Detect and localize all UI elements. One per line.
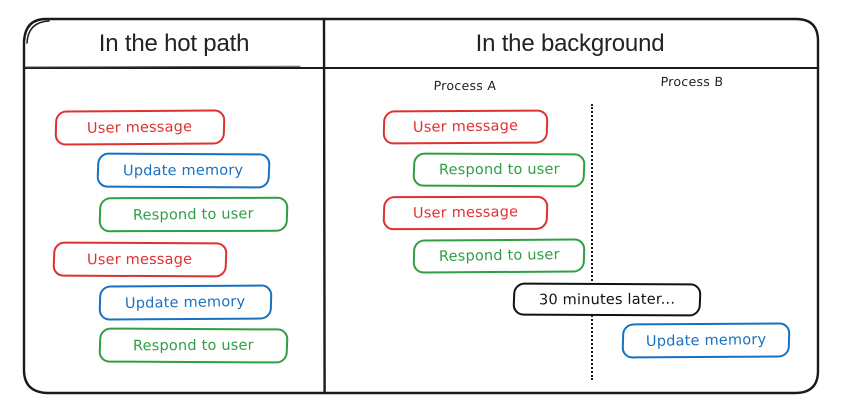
node-user-message[interactable]: User message: [382, 195, 549, 231]
node-user-message[interactable]: User message: [382, 109, 549, 145]
node-label: Update memory: [125, 293, 246, 312]
node-respond-to-user[interactable]: Respond to user: [412, 152, 586, 188]
node-update-memory[interactable]: Update memory: [98, 284, 273, 321]
process-a-label: Process A: [433, 78, 497, 93]
node-respond-to-user[interactable]: Respond to user: [98, 327, 289, 364]
node-label: Update memory: [123, 162, 244, 179]
node-label: Respond to user: [438, 161, 560, 179]
node-update-memory[interactable]: Update memory: [621, 322, 791, 359]
time-gap-label: 30 minutes later...: [538, 291, 676, 308]
time-gap-note: 30 minutes later...: [512, 282, 702, 317]
node-label: User message: [87, 251, 193, 268]
node-label: Respond to user: [133, 337, 254, 354]
node-update-memory[interactable]: Update memory: [96, 152, 271, 189]
node-user-message[interactable]: User message: [54, 109, 226, 146]
node-label: Respond to user: [438, 247, 560, 265]
node-label: Respond to user: [133, 205, 254, 224]
node-respond-to-user[interactable]: Respond to user: [412, 238, 586, 274]
node-label: Update memory: [645, 331, 767, 350]
node-user-message[interactable]: User message: [52, 241, 228, 278]
page-title-right: In the background: [475, 30, 665, 57]
process-divider-dotted-line: [591, 104, 593, 380]
node-label: User message: [412, 118, 519, 136]
node-respond-to-user[interactable]: Respond to user: [98, 196, 289, 233]
node-label: User message: [87, 118, 193, 137]
node-label: User message: [412, 204, 519, 222]
page-title-left: In the hot path: [98, 30, 250, 57]
process-b-label: Process B: [660, 74, 724, 89]
